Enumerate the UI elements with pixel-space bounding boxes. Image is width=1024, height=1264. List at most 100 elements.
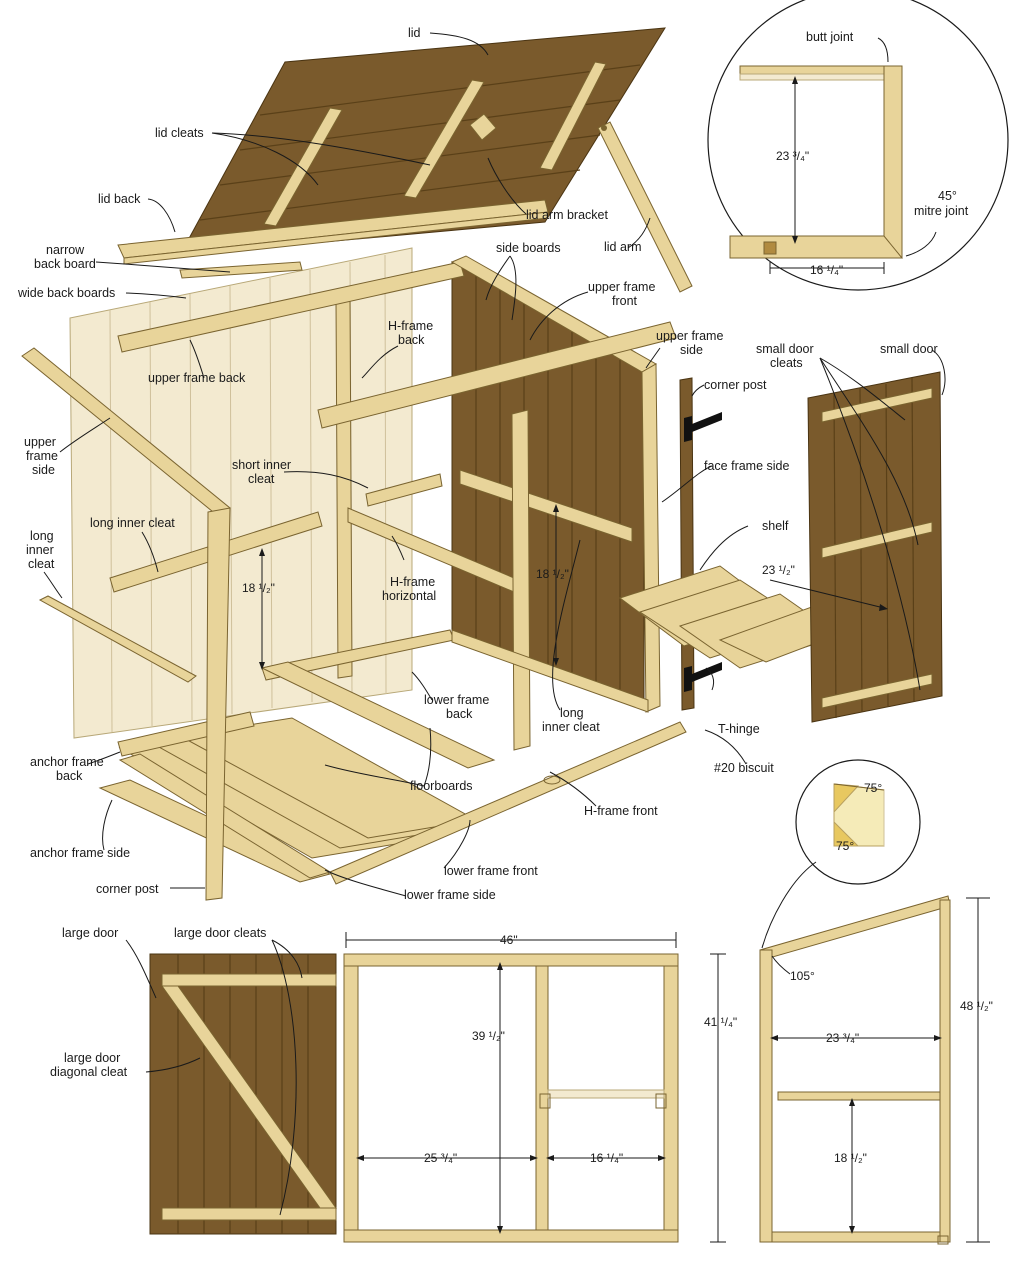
lower-frame-front [329,721,687,885]
dim-angle-top: 75° [864,781,882,795]
label-upper-frame-side-left-3: side [32,463,55,477]
dim-front-left-bay: 25 ³/₄" [424,1151,457,1165]
label-long-inner-cleat-mid: long inner cleat [90,516,175,530]
label-upper-frame-front-2: front [612,294,638,308]
upper-frame-front [317,321,677,429]
dim-cleat-height-mid: 18 ¹/₂" [536,567,569,581]
label-upper-frame-back: upper frame back [148,371,246,385]
label-long-inner-cleat-left-2: inner [26,543,54,557]
label-h-frame-horizontal-2: horizontal [382,589,436,603]
label-large-door-diagonal-cleat-2: diagonal cleat [50,1065,128,1079]
label-mitre-joint-1: 45° [938,189,957,203]
label-upper-frame-side-left-2: frame [26,449,58,463]
dim-shelf-width: 23 ¹/₂" [762,563,795,577]
lower-frame-side-right [451,629,649,713]
dim-side-shelf-height: 18 ¹/₂" [834,1151,867,1165]
label-lower-frame-back-1: lower frame [424,693,489,707]
dim-side-angle: 105° [790,969,815,983]
label-lid-back: lid back [98,192,141,206]
wide-back-boards-panel [69,247,413,739]
label-large-door-cleats: large door cleats [174,926,266,940]
label-t-hinge: T-hinge [718,722,760,736]
long-inner-cleat-left [38,595,197,683]
label-lower-frame-front: lower frame front [444,864,538,878]
joint-detail-inset [707,0,1009,291]
label-large-door-diagonal-cleat-1: large door [64,1051,120,1065]
dim-front-inner-height: 39 ¹/₂" [472,1029,505,1043]
dim-angle-bottom: 75° [836,839,854,853]
label-butt-joint: butt joint [806,30,854,44]
short-inner-cleat [365,473,443,507]
label-corner-post-left: corner post [96,882,159,896]
label-narrow-back-board-1: narrow [46,243,85,257]
lid-arm-pivot-icon [601,125,607,131]
upper-frame-back [117,261,465,353]
dim-front-right-bay: 16 ¹/₄" [590,1151,623,1165]
label-small-door: small door [880,342,938,356]
label-short-inner-cleat-1: short inner [232,458,291,472]
label-side-boards: side boards [496,241,561,255]
label-upper-frame-side-right-2: side [680,343,703,357]
text-labels: lid lid cleats lid back narrow back boar… [17,26,969,1079]
label-small-door-cleats-1: small door [756,342,814,356]
label-h-frame-horizontal-1: H-frame [390,575,435,589]
exploded-view [21,27,943,901]
t-hinge-lower-icon [684,662,722,692]
label-wide-back-boards: wide back boards [17,286,115,300]
h-frame-back-post [335,297,353,679]
label-upper-frame-side-right-1: upper frame [656,329,723,343]
label-long-inner-cleat-left-1: long [30,529,54,543]
label-mitre-joint-2: mitre joint [914,204,969,218]
label-floorboards: floorboards [410,779,473,793]
long-inner-cleat-right [459,469,633,543]
label-long-inner-cleat-right-1: long [560,706,584,720]
label-corner-post-right: corner post [704,378,767,392]
label-short-inner-cleat-2: cleat [248,472,275,486]
corner-post-left [205,507,231,901]
exploded-dimensions [259,504,888,670]
label-face-frame-side: face frame side [704,459,790,473]
label-anchor-frame-back-2: back [56,769,83,783]
label-long-inner-cleat-right-2: inner cleat [542,720,600,734]
lid-arm [597,121,693,293]
label-upper-frame-front-1: upper frame [588,280,655,294]
dim-cleat-height-left: 18 ¹/₂" [242,581,275,595]
dimension-labels: 23 ³/₄" 16 ¹/₄" 23 ¹/₂" 18 ¹/₂" 18 ¹/₂" … [242,149,993,1165]
side-frame-elevation [759,895,990,1245]
dim-front-width: 46" [500,933,518,947]
label-upper-frame-side-left-1: upper [24,435,56,449]
label-long-inner-cleat-left-3: cleat [28,557,55,571]
label-lid: lid [408,26,421,40]
label-lid-arm: lid arm [604,240,642,254]
face-frame-side [641,363,661,713]
t-hinge-upper-icon [684,412,722,442]
leader-lines [43,32,946,897]
dim-inset-width: 16 ¹/₄" [810,263,843,277]
label-anchor-frame-back-1: anchor frame [30,755,104,769]
label-lid-cleats: lid cleats [155,126,204,140]
angle-detail-inset [761,759,921,949]
label-shelf: shelf [762,519,789,533]
label-h-frame-back-1: H-frame [388,319,433,333]
biscuit-icon [543,775,561,785]
front-frame-elevation [343,932,726,1243]
label-lower-frame-side: lower frame side [404,888,496,902]
label-large-door: large door [62,926,118,940]
dim-side-height: 48 ¹/₂" [960,999,993,1013]
label-narrow-back-board-2: back board [34,257,96,271]
h-frame-front-post [511,409,531,751]
lid-assembly [117,27,666,279]
dim-inset-height: 23 ³/₄" [776,149,809,163]
shelf-group [618,565,868,669]
dim-side-depth: 23 ³/₄" [826,1031,859,1045]
label-h-frame-back-2: back [398,333,425,347]
large-door-elevation [125,939,337,1235]
label-h-frame-front: H-frame front [584,804,658,818]
label-small-door-cleats-2: cleats [770,356,803,370]
label-lid-arm-bracket: lid arm bracket [526,208,608,222]
label-lower-frame-back-2: back [446,707,473,721]
label-anchor-frame-side: anchor frame side [30,846,130,860]
dim-front-height: 41 ¹/₄" [704,1015,737,1029]
small-door-panel [807,371,943,723]
